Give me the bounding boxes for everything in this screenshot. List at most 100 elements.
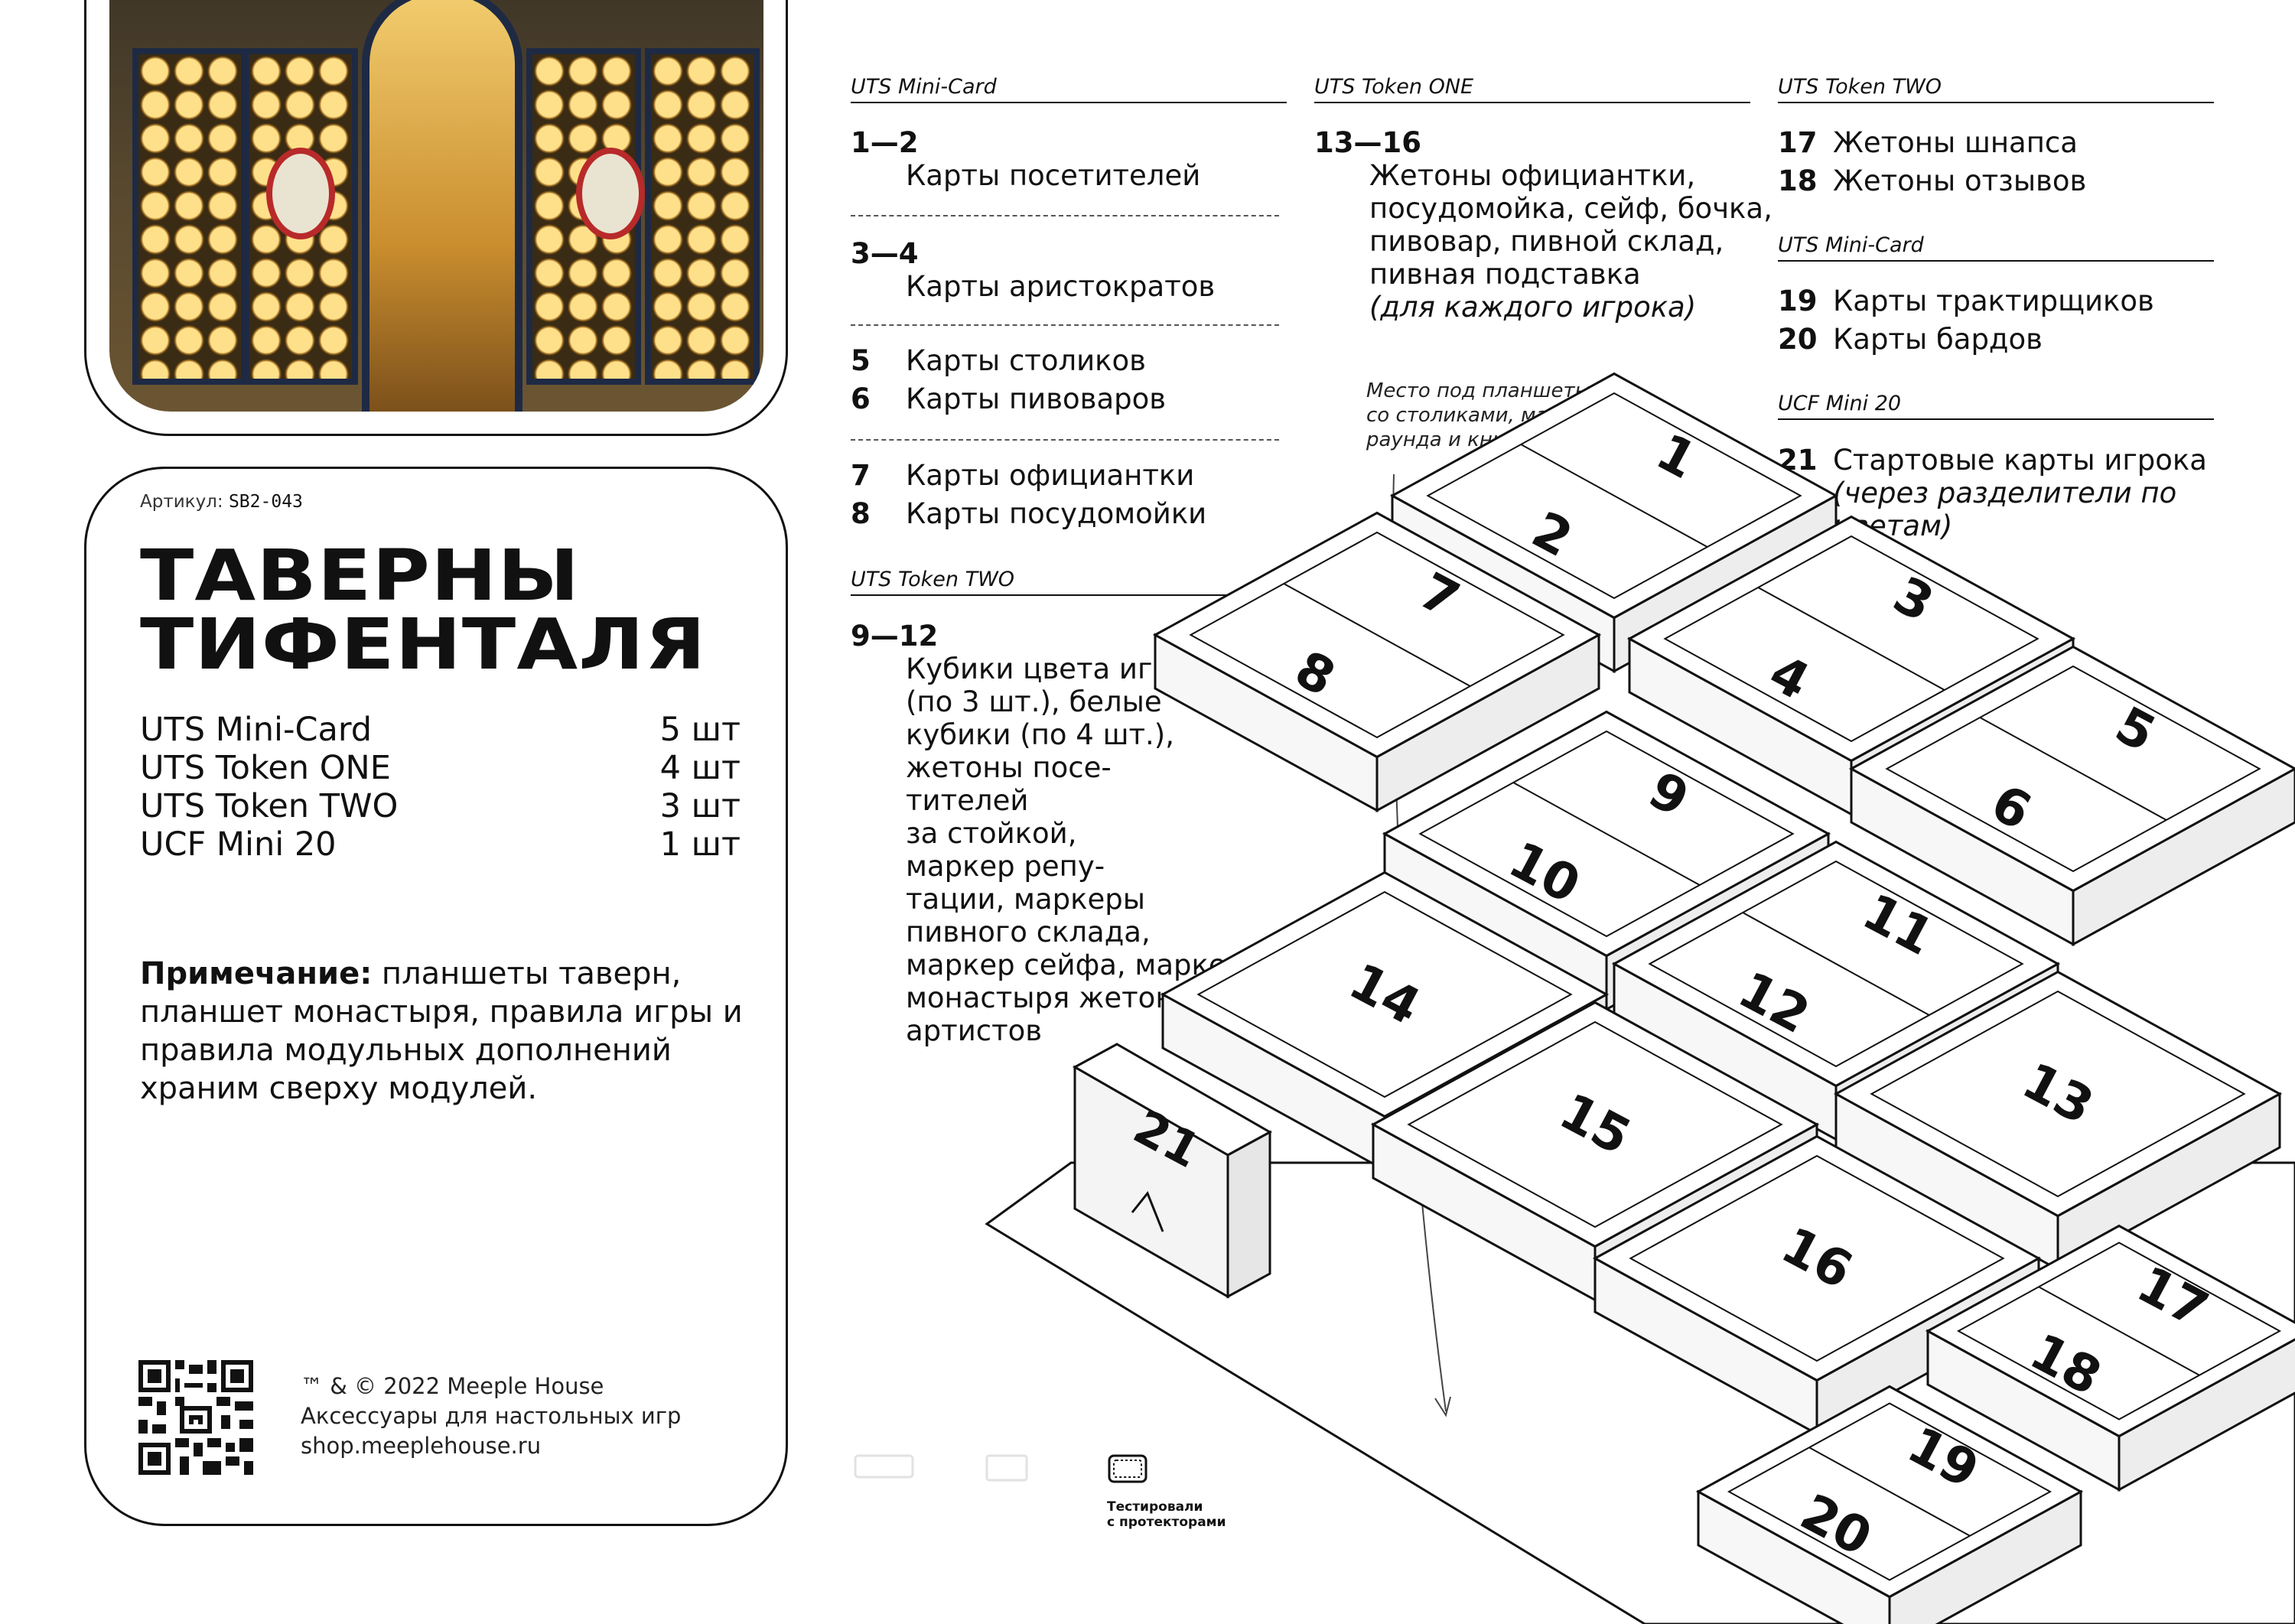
item-text-line: пивовар, пивной склад, bbox=[1369, 225, 1724, 258]
section-head-uts-mini-card-b: UTS Mini-Card bbox=[1778, 233, 2214, 262]
item-text: Стартовые карты игрока (через разделител… bbox=[1833, 444, 2207, 542]
note-label: Примечание: bbox=[140, 956, 373, 991]
contents-row: UTS Token TWO 3 шт bbox=[140, 787, 741, 825]
item-number: 18 bbox=[1778, 164, 1818, 197]
list-item: 6 Карты пивоваров bbox=[851, 382, 1310, 416]
contents-name: UTS Mini-Card bbox=[140, 711, 373, 749]
list-item: 21 Стартовые карты игрока (через раздели… bbox=[1778, 444, 2267, 551]
hint-arrow-head bbox=[1434, 1396, 1451, 1417]
legend bbox=[854, 1454, 1148, 1483]
item-number: 8 bbox=[851, 497, 871, 530]
divider bbox=[851, 324, 1279, 326]
contents-qty: 3 шт bbox=[659, 787, 741, 825]
title-line-1: ТАВЕРНЫ bbox=[140, 535, 581, 617]
item-number: 5 bbox=[851, 344, 871, 377]
section-head-uts-token-two-b: UTS Token TWO bbox=[1778, 75, 2214, 103]
article-number: Артикул: SB2-043 bbox=[140, 492, 303, 512]
item-text-line: пивного склада, bbox=[906, 916, 1151, 949]
title-line-2: ТИФЕНТАЛЯ bbox=[140, 604, 707, 685]
legend-tested: Тестировали с протекторами bbox=[1107, 1499, 1226, 1530]
product-title: ТАВЕРНЫ ТИФЕНТАЛЯ bbox=[140, 535, 842, 685]
publisher-footer: ™ & © 2022 Meeple House Аксессуары для н… bbox=[301, 1372, 681, 1461]
item-text-line: маркер сейфа, маркер bbox=[906, 949, 1245, 981]
list-item: 17 Жетоны шнапса bbox=[1778, 126, 2237, 160]
item-text-line: Стартовые карты игрока bbox=[1833, 444, 2207, 477]
sleeve-icon bbox=[1108, 1454, 1148, 1483]
contents-row: UTS Token ONE 4 шт bbox=[140, 749, 741, 787]
list-item: 5 Карты столиков bbox=[851, 344, 1310, 378]
tray bbox=[1833, 970, 2283, 1272]
legend-icon-faded-2 bbox=[985, 1454, 1028, 1482]
item-number: 3—4 bbox=[851, 237, 919, 270]
divider bbox=[851, 439, 1279, 441]
list-item: 19 Карты трактирщиков bbox=[1778, 285, 2237, 318]
item-text-line: за стойкой, bbox=[906, 817, 1077, 850]
cover-art-frame bbox=[84, 0, 788, 436]
item-text-line: маркер репу- bbox=[906, 850, 1105, 883]
deck-box-21 bbox=[1072, 1043, 1273, 1299]
legend-line: Тестировали bbox=[1107, 1499, 1203, 1515]
item-number: 1—2 bbox=[851, 126, 919, 159]
item-text-line: тации, маркеры bbox=[906, 883, 1145, 916]
qr-code-icon[interactable] bbox=[138, 1360, 253, 1475]
item-text-italic: (для каждого игрока) bbox=[1369, 291, 1697, 324]
list-item: 13—16 Жетоны официантки, посудомойка, се… bbox=[1314, 126, 1773, 333]
legend-icon-faded-1 bbox=[854, 1454, 914, 1479]
tray bbox=[1925, 1224, 2295, 1492]
tray bbox=[1152, 511, 1602, 813]
list-item: 1—2 Карты посетителей bbox=[851, 126, 1310, 195]
contents-name: UTS Token TWO bbox=[140, 787, 399, 825]
shop-link[interactable]: shop.meeplehouse.ru bbox=[301, 1433, 542, 1459]
contents-row: UTS Mini-Card 5 шт bbox=[140, 711, 741, 749]
section-head-uts-token-two: UTS Token TWO bbox=[851, 568, 1287, 596]
section-head-uts-token-one: UTS Token ONE bbox=[1314, 75, 1750, 103]
product-info-card: Артикул: SB2-043 ТАВЕРНЫ ТИФЕНТАЛЯ UTS M… bbox=[84, 467, 788, 1526]
item-text: Жетоны отзывов bbox=[1833, 164, 2087, 197]
note-text: планшеты таверн, планшет монастыря, прав… bbox=[140, 956, 743, 1106]
item-text: Жетоны шнапса bbox=[1833, 126, 2078, 159]
base-plate bbox=[985, 1161, 2295, 1624]
item-text-line: (по 3 шт.), белые bbox=[906, 685, 1162, 718]
item-text-line: монастыря жетоны bbox=[906, 981, 1196, 1014]
item-number: 20 bbox=[1778, 323, 1818, 356]
publisher-tagline: Аксессуары для настольных игр bbox=[301, 1403, 682, 1429]
contents-name: UTS Token ONE bbox=[140, 749, 391, 787]
item-number: 6 bbox=[851, 382, 871, 415]
article-code: SB2-043 bbox=[228, 492, 303, 512]
contents-qty: 1 шт bbox=[659, 825, 741, 864]
item-text-line: артистов bbox=[906, 1014, 1043, 1047]
item-number: 7 bbox=[851, 459, 871, 492]
hint-line: Место под планшеты bbox=[1366, 379, 1591, 402]
beer-medallion-left bbox=[266, 148, 335, 239]
tavern-door bbox=[362, 0, 522, 412]
item-text-line: Жетоны официантки, bbox=[1369, 159, 1696, 192]
divider bbox=[851, 215, 1279, 216]
item-text: Карты аристократов bbox=[906, 270, 1216, 303]
item-number: 13—16 bbox=[1314, 126, 1421, 159]
item-text: Жетоны официантки, посудомойка, сейф, бо… bbox=[1369, 159, 1773, 324]
storage-note: Примечание: планшеты таверн, планшет мон… bbox=[140, 955, 744, 1108]
list-item: 8 Карты посудомойки bbox=[851, 497, 1310, 531]
list-item: 18 Жетоны отзывов bbox=[1778, 164, 2237, 198]
item-number: 9—12 bbox=[851, 620, 939, 653]
tray bbox=[1848, 645, 2295, 947]
item-text-italic: (через разделители по bbox=[1833, 477, 2177, 509]
contents-qty: 4 шт bbox=[659, 749, 741, 787]
item-text-line: посудомойка, сейф, бочка, bbox=[1369, 192, 1773, 225]
copyright-text: ™ & © 2022 Meeple House bbox=[301, 1373, 604, 1399]
list-item: 20 Карты бардов bbox=[1778, 323, 2237, 356]
contents-list: UTS Mini-Card 5 шт UTS Token ONE 4 шт UT… bbox=[140, 711, 741, 864]
contents-qty: 5 шт bbox=[659, 711, 741, 749]
item-text: Карты официантки bbox=[906, 459, 1195, 492]
section-head-ucf-mini-20: UCF Mini 20 bbox=[1778, 392, 2214, 420]
item-text-line: тителей bbox=[906, 784, 1029, 817]
beer-medallion-right bbox=[576, 148, 645, 239]
legend-line: с протекторами bbox=[1107, 1515, 1226, 1530]
item-text-line: пивная подставка bbox=[1369, 258, 1641, 291]
item-text: Карты трактирщиков bbox=[1833, 285, 2154, 317]
cover-artwork bbox=[109, 0, 763, 412]
window-pane-right bbox=[645, 48, 760, 385]
item-text: Карты бардов bbox=[1833, 323, 2043, 356]
